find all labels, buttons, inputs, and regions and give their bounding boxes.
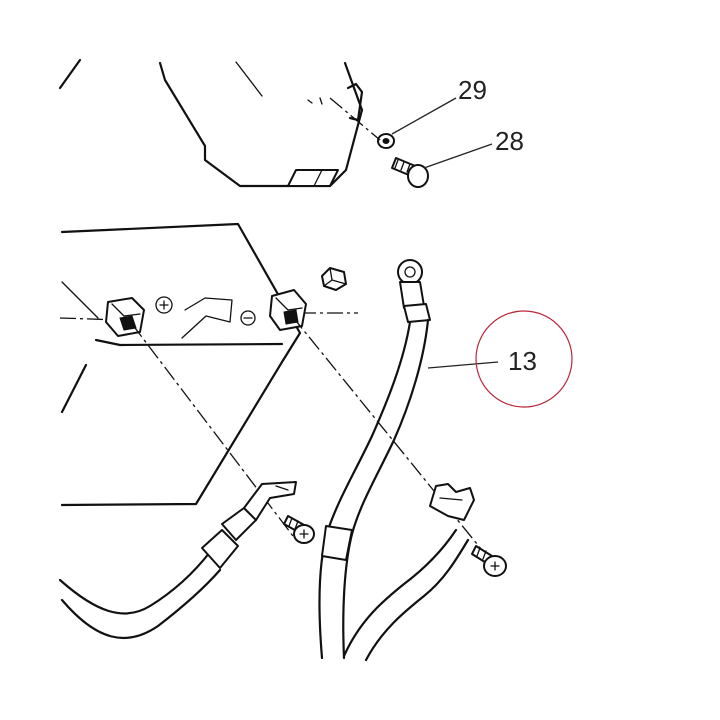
ground-cable (58, 481, 297, 640)
leader-28 (423, 143, 493, 169)
terminal-clip-right (269, 289, 307, 331)
screw-28 (391, 157, 429, 188)
nut (321, 267, 347, 291)
callout-28: 28 (495, 126, 524, 156)
cable-13 (318, 259, 470, 662)
callout-13: 13 (508, 346, 537, 376)
callout-29: 29 (458, 75, 487, 105)
terminal-clip-right-lower (429, 483, 475, 521)
center-line-upper (329, 97, 381, 141)
washer-29 (377, 133, 395, 149)
callout-13-highlight (475, 310, 573, 408)
center-line-left (131, 323, 297, 541)
terminal-clip-left (105, 297, 145, 337)
leader-13 (427, 361, 499, 369)
center-line-right (291, 315, 491, 561)
screw-right-lower (471, 545, 507, 577)
upper-cover (58, 58, 364, 188)
leader-29 (391, 97, 457, 135)
battery-housing (59, 222, 358, 507)
terminal-symbols (155, 296, 256, 339)
screw-left-lower (283, 515, 315, 544)
